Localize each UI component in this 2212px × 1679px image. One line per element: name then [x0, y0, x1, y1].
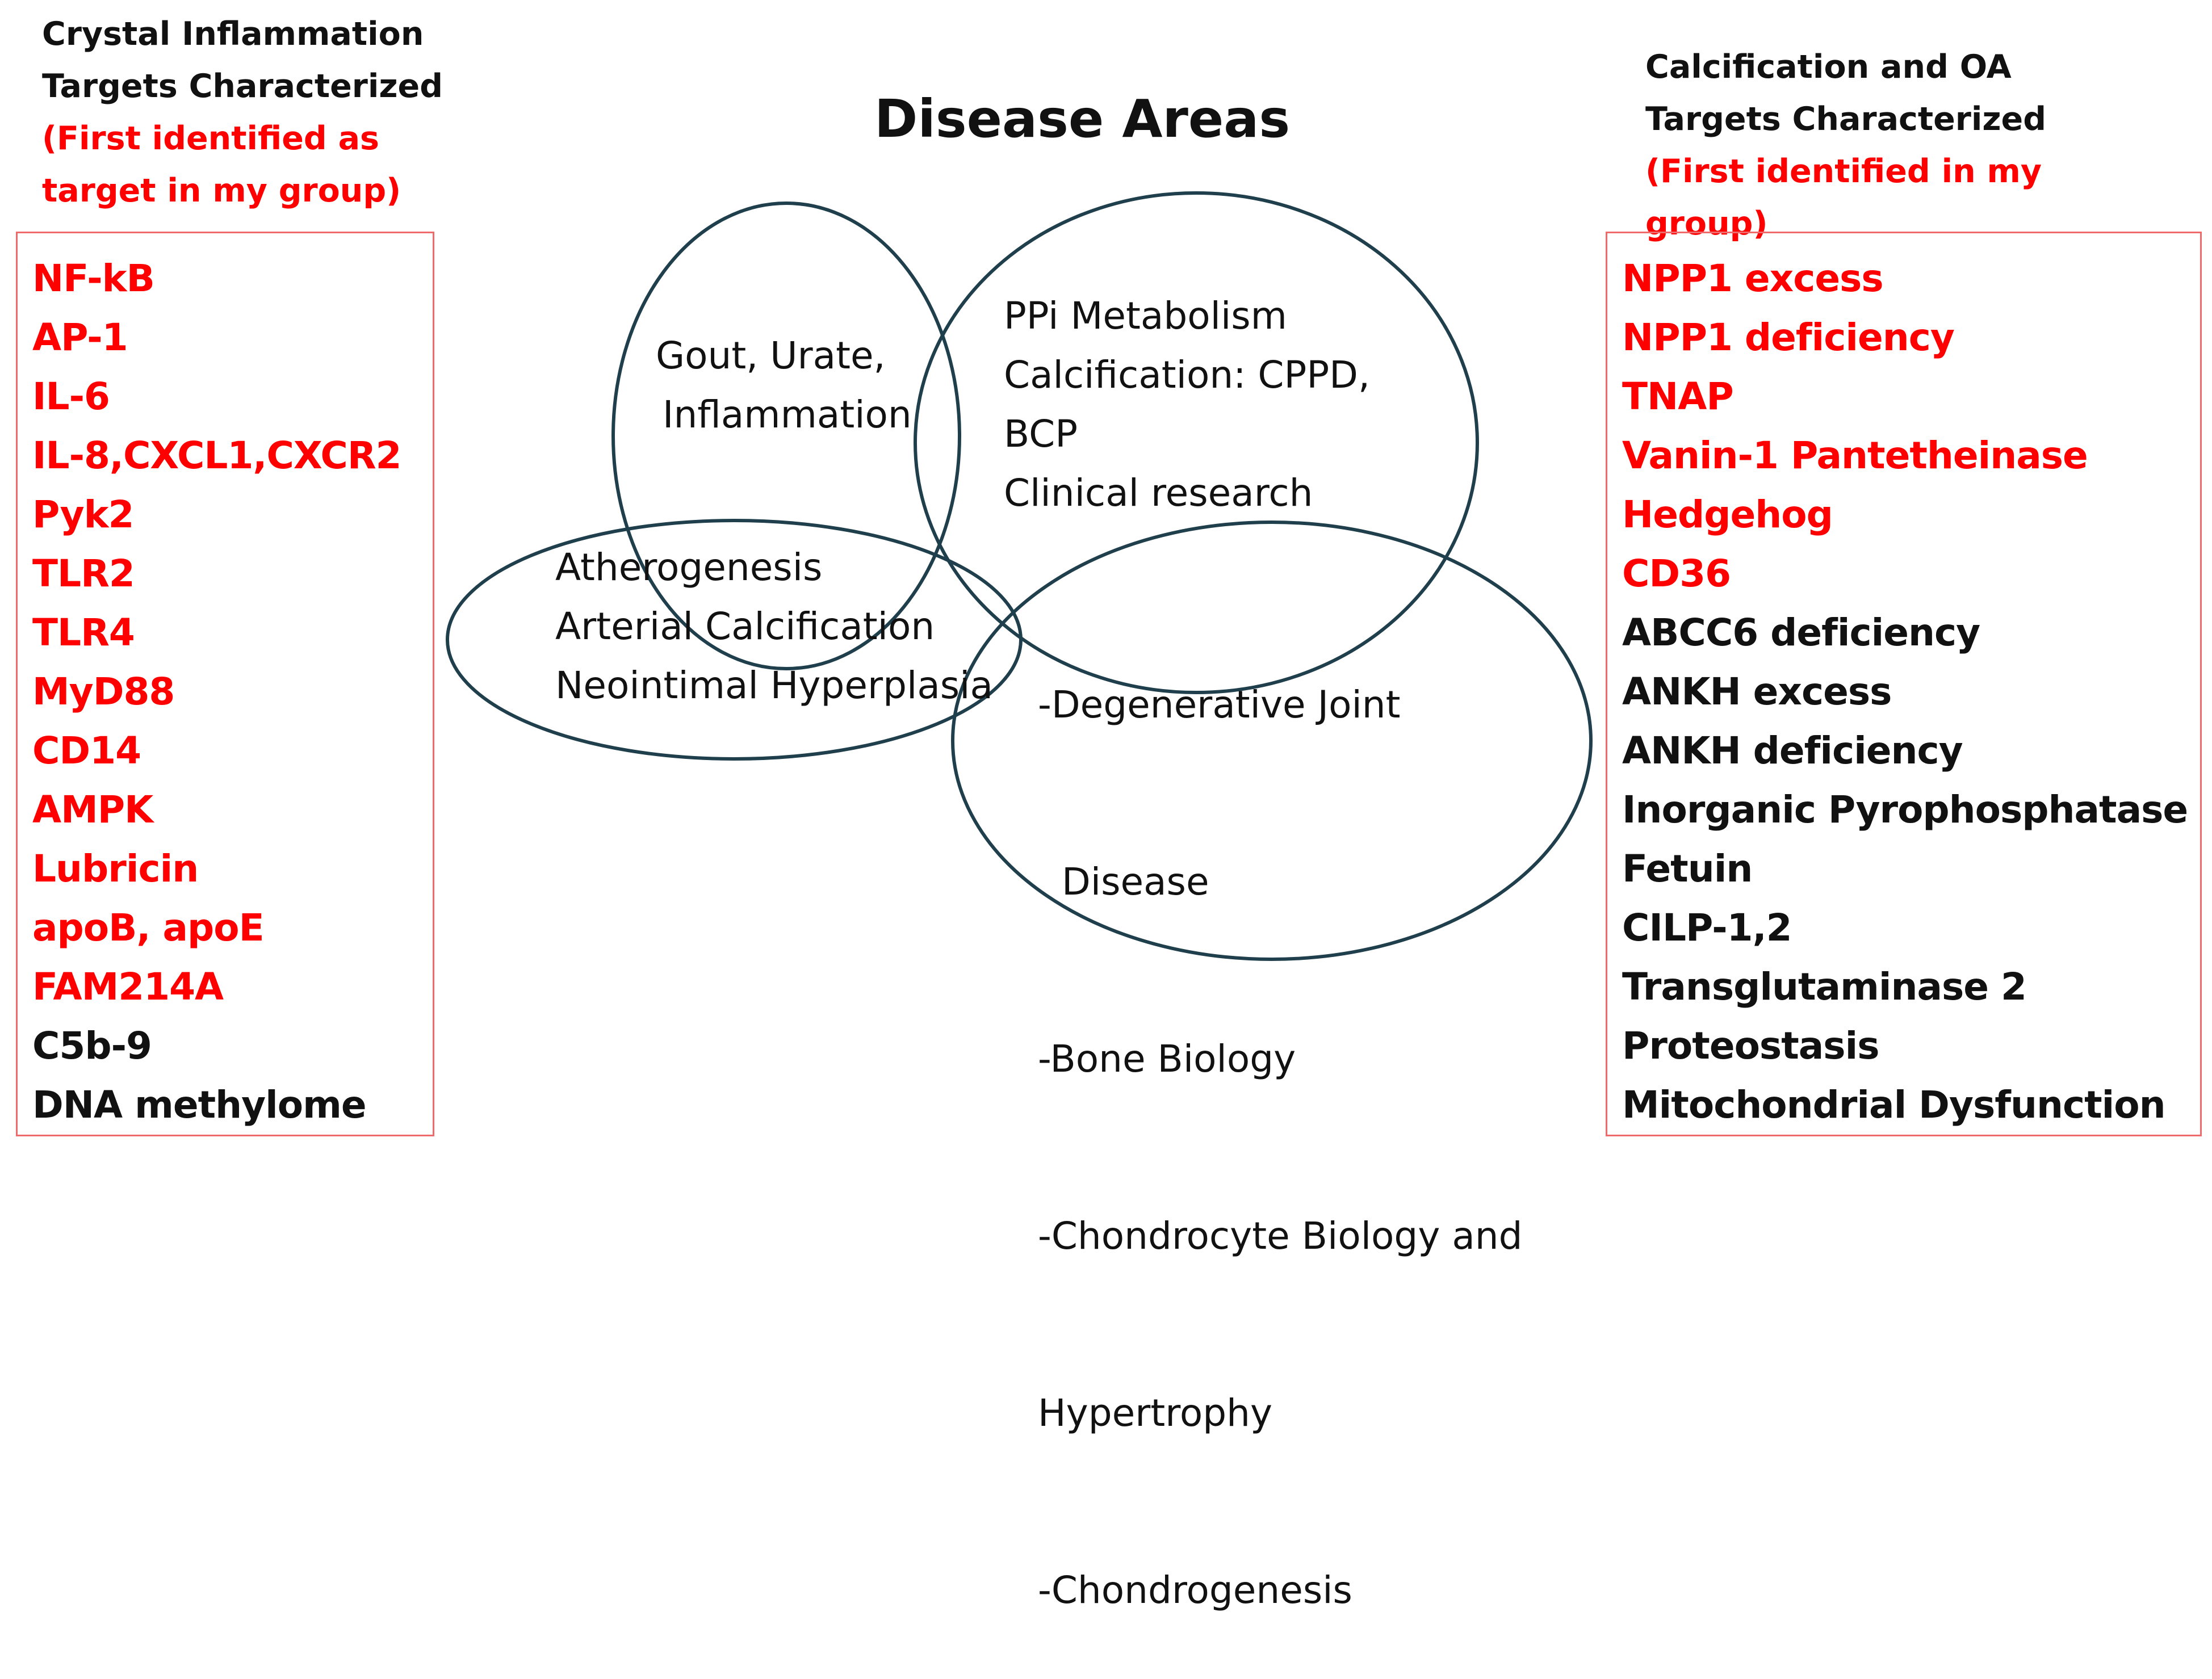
ppi-label-line-4: Clinical research [1004, 471, 1313, 515]
ppi-label-line-1: PPi Metabolism [1004, 294, 1287, 338]
ppi-area-label: PPi Metabolism Calcification: CPPD, BCP … [1004, 287, 1370, 523]
ppi-label-line-3: BCP [1004, 412, 1078, 456]
calcification-oa-target-item: Fetuin [1622, 847, 1753, 891]
joint-label-line-5: Hypertrophy [1038, 1391, 1273, 1435]
calcification-oa-target-item: Proteostasis [1622, 1024, 1879, 1068]
calcification-oa-target-item: TNAP [1622, 375, 1734, 418]
athero-label-line-2: Arterial Calcification [555, 605, 935, 648]
crystal-inflammation-target-item: FAM214A [32, 965, 224, 1009]
ppi-label-line-2: Calcification: CPPD, [1004, 353, 1370, 397]
left-header-line-1: Crystal Inflammation [42, 15, 424, 53]
gout-area-label: Gout, Urate, Inflammation [656, 326, 912, 444]
crystal-inflammation-target-item: TLR4 [32, 611, 135, 654]
ppi-ellipse [914, 191, 1479, 694]
athero-label-line-1: Atherogenesis [555, 545, 823, 589]
calcification-oa-target-item: Mitochondrial Dysfunction [1622, 1083, 2166, 1127]
joint-label-line-4: -Chondrocyte Biology and [1038, 1214, 1523, 1258]
crystal-inflammation-target-item: NF-kB [32, 257, 155, 300]
calcification-oa-target-item: ANKH deficiency [1622, 729, 1963, 773]
crystal-inflammation-target-item: AMPK [32, 788, 153, 832]
crystal-inflammation-target-item: TLR2 [32, 552, 135, 595]
right-panel-header: Calcification and OA Targets Characteriz… [1645, 41, 2156, 250]
gout-label-line-1: Gout, Urate, [656, 334, 886, 377]
calcification-oa-target-item: ABCC6 deficiency [1622, 611, 1980, 654]
calcification-oa-target-item: CILP-1,2 [1622, 906, 1792, 950]
calcification-oa-target-item: NPP1 deficiency [1622, 316, 1955, 359]
left-header-note-line-2: target in my group) [42, 172, 401, 209]
joint-label-line-2: Disease [1038, 860, 1209, 904]
crystal-inflammation-target-item: Lubricin [32, 847, 199, 891]
joint-label-line-3: -Bone Biology [1038, 1037, 1296, 1081]
calcification-oa-target-item: ANKH excess [1622, 670, 1892, 713]
crystal-inflammation-target-item: C5b-9 [32, 1024, 152, 1068]
crystal-inflammation-target-item: CD14 [32, 729, 141, 773]
right-header-note-line-1: (First identified in my group) [1645, 153, 2042, 242]
right-header-line-1: Calcification and OA [1645, 48, 2012, 86]
joint-label-line-6: -Chondrogenesis [1038, 1568, 1352, 1612]
left-panel-header: Crystal Inflammation Targets Characteriz… [42, 8, 451, 217]
crystal-inflammation-target-item: apoB, apoE [32, 906, 265, 950]
crystal-inflammation-target-item: IL-8,CXCL1,CXCR2 [32, 434, 402, 477]
left-header-line-2: Targets Characterized [42, 68, 443, 105]
joint-area-label: -Degenerative Joint Disease -Bone Biolog… [1038, 557, 1523, 1679]
right-header-line-2: Targets Characterized [1645, 100, 2047, 138]
joint-ellipse [951, 521, 1593, 961]
calcification-oa-target-item: Vanin-1 Pantetheinase [1622, 434, 2088, 477]
crystal-inflammation-target-item: DNA methylome [32, 1083, 367, 1127]
crystal-inflammation-target-item: MyD88 [32, 670, 175, 713]
gout-ellipse [611, 202, 961, 670]
disease-areas-venn [446, 191, 1593, 961]
calcification-oa-target-item: CD36 [1622, 552, 1731, 595]
disease-areas-title: Disease Areas [874, 89, 1291, 149]
calcification-oa-target-item: Inorganic Pyrophosphatase [1622, 788, 2188, 832]
calcification-oa-target-item: Hedgehog [1622, 493, 1833, 536]
crystal-inflammation-target-item: IL-6 [32, 375, 110, 418]
athero-label-line-3: Neointimal Hyperplasia [555, 664, 993, 707]
gout-label-line-2: Inflammation [663, 393, 912, 436]
athero-area-label: Atherogenesis Arterial Calcification Neo… [555, 538, 993, 715]
venn-outlines [446, 191, 1593, 961]
athero-ellipse [446, 519, 1023, 761]
crystal-inflammation-target-item: Pyk2 [32, 493, 134, 536]
calcification-oa-target-item: NPP1 excess [1622, 257, 1884, 300]
joint-label-line-1: -Degenerative Joint [1038, 683, 1401, 727]
crystal-inflammation-target-item: AP-1 [32, 316, 128, 359]
left-header-note-line-1: (First identified as [42, 120, 379, 157]
calcification-oa-target-item: Transglutaminase 2 [1622, 965, 2027, 1009]
